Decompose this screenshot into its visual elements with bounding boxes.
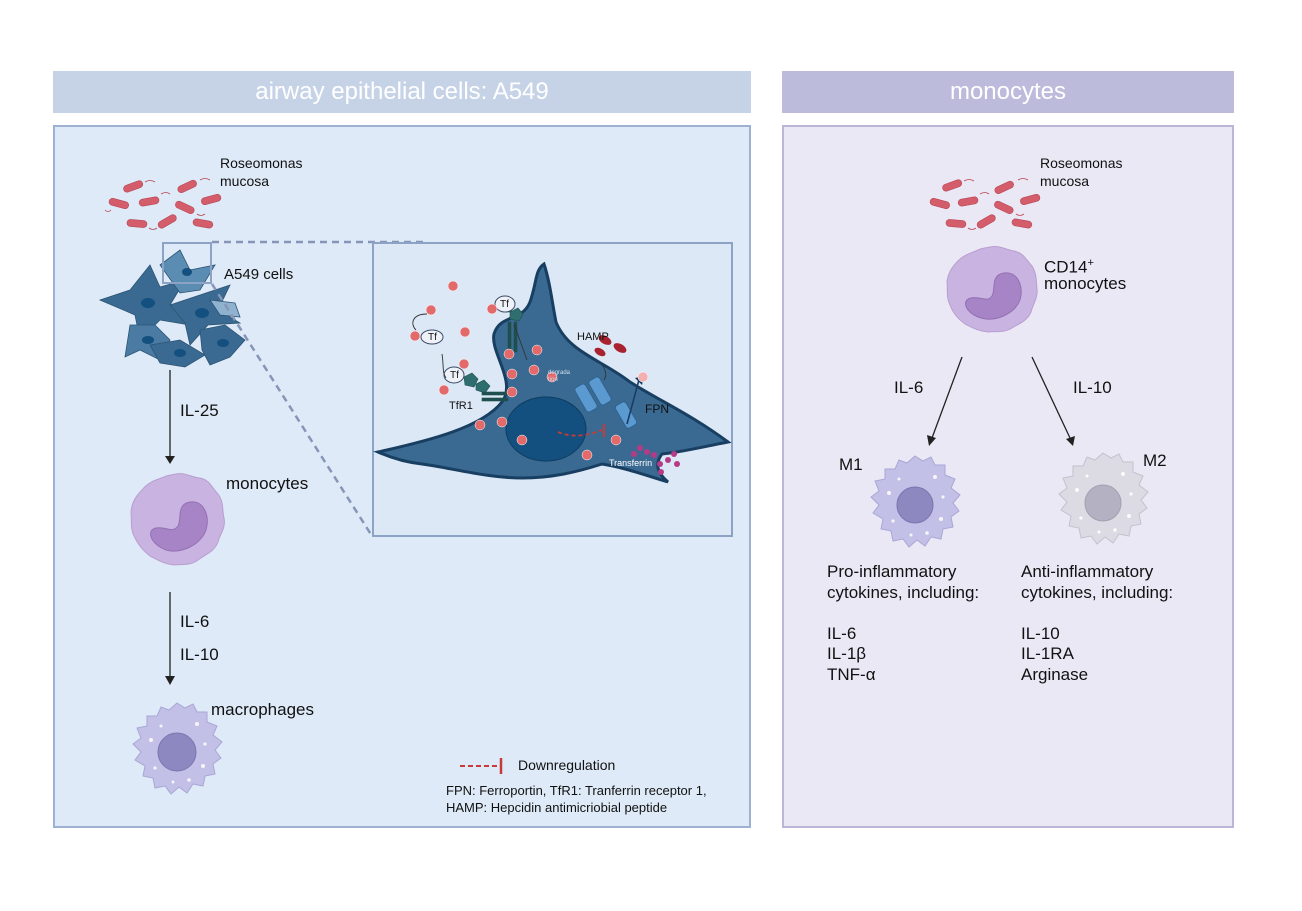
- right-bacteria-label-2: mucosa: [1040, 173, 1090, 189]
- inset-tf-label-2: Tf: [450, 370, 459, 381]
- zoom-region-box: [162, 242, 212, 284]
- cd14-label: CD14+: [1044, 253, 1094, 278]
- inset-fpn-label: FPN: [645, 402, 669, 416]
- downregulation-legend-icon: [460, 758, 503, 774]
- left-il10-label: IL-10: [180, 645, 219, 664]
- left-panel-header: airway epithelial cells: A549: [53, 71, 751, 113]
- m2-description: Anti-inflammatory cytokines, including: …: [1021, 562, 1173, 685]
- left-bacteria-label-1: Roseomonas: [220, 155, 303, 171]
- abbrev-line-2: HAMP: Hepcidin antimicriobial peptide: [446, 800, 668, 815]
- bacteria-icon: [104, 178, 222, 230]
- m2-label: M2: [1143, 451, 1167, 470]
- m1-cytokine: IL-6: [827, 623, 857, 643]
- left-monocytes-label: monocytes: [226, 474, 309, 493]
- arrow-il25: [165, 370, 175, 464]
- inset-tf-label-3: Tf: [500, 299, 509, 310]
- m2-desc-line-1: Anti-inflammatory: [1021, 562, 1154, 581]
- iron-ion-icon: [409, 280, 622, 461]
- abbrev-line-1: FPN: Ferroportin, TfR1: Tranferrin recep…: [446, 783, 707, 798]
- inset-epithelial-cell-icon: [373, 261, 732, 484]
- bacteria-icon: [929, 178, 1041, 230]
- arrow-il6-il10: [165, 592, 175, 685]
- inset-tf-label-1: Tf: [428, 332, 437, 343]
- a549-cells-label: A549 cells: [224, 266, 294, 283]
- right-panel-header: monocytes: [782, 71, 1234, 113]
- hepcidin-icon: [594, 335, 627, 357]
- right-panel-title: monocytes: [949, 78, 1067, 105]
- transferrin-receptor-icon: [463, 372, 509, 402]
- left-panel-title: airway epithelial cells: A549: [255, 78, 549, 105]
- m2-macrophage-icon: [1058, 452, 1149, 545]
- m1-desc-line-1: Pro-inflammatory: [827, 562, 957, 581]
- cd14-label-base: CD14: [1044, 257, 1088, 277]
- m2-cytokine: Arginase: [1021, 664, 1089, 684]
- cd14-label-2: monocytes: [1044, 274, 1127, 293]
- inset-tfr1-label: TfR1: [449, 400, 473, 412]
- cd14-label-sup: +: [1087, 257, 1094, 269]
- downregulation-legend-label: Downregulation: [518, 757, 616, 773]
- left-bacteria-label-2: mucosa: [220, 173, 270, 189]
- m2-cytokine: IL-1RA: [1021, 644, 1074, 663]
- macrophage-icon: [132, 702, 223, 795]
- m1-description: Pro-inflammatory cytokines, including: I…: [827, 562, 979, 685]
- right-il6-label: IL-6: [894, 378, 924, 397]
- monocyte-icon: [130, 473, 225, 566]
- m1-macrophage-icon: [870, 455, 961, 548]
- m2-desc-line-2: cytokines, including:: [1021, 582, 1174, 602]
- m1-label: M1: [839, 455, 863, 474]
- right-panel: [782, 125, 1234, 828]
- epithelial-cell-icon: [98, 249, 246, 368]
- right-il10-label: IL-10: [1073, 378, 1112, 397]
- macrophages-label: macrophages: [211, 700, 315, 719]
- inset-degradation-label-1: degrada: [548, 370, 571, 376]
- m1-desc-line-2: cytokines, including:: [827, 582, 980, 602]
- left-il6-label: IL-6: [180, 612, 210, 631]
- inset-degradation-label-2: tion: [548, 377, 558, 383]
- right-bacteria-label-1: Roseomonas: [1040, 155, 1123, 171]
- inset-hamp-label: HAMP: [577, 331, 609, 343]
- monocyte-icon: [946, 246, 1038, 333]
- inset-transferrin-label: Transferrin: [609, 458, 653, 468]
- ferroportin-icon: [574, 375, 644, 429]
- m1-cytokine: TNF-α: [827, 664, 876, 684]
- m2-cytokine: IL-10: [1021, 623, 1060, 643]
- m1-cytokine: IL-1β: [827, 644, 867, 663]
- il25-label: IL-25: [180, 401, 219, 420]
